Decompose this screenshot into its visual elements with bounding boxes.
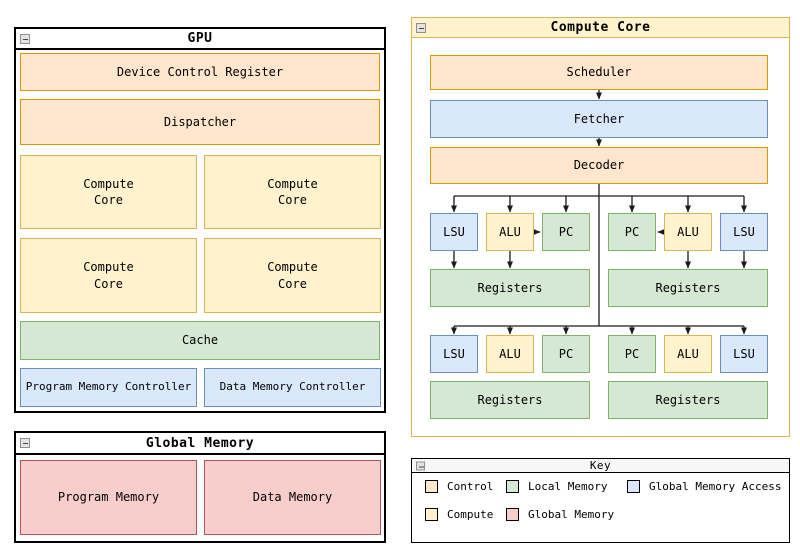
key-item-label: Global Memory — [528, 508, 615, 521]
lsu-box[interactable]: LSU — [720, 335, 768, 373]
compute-core-box[interactable]: Compute Core — [20, 238, 197, 313]
compute-core-box[interactable]: Compute Core — [204, 155, 381, 229]
registers-box[interactable]: Registers — [430, 381, 590, 419]
pc-box[interactable]: PC — [608, 213, 656, 251]
gpu-panel-title: GPU — [187, 31, 213, 46]
alu-box[interactable]: ALU — [664, 335, 712, 373]
pc-box[interactable]: PC — [608, 335, 656, 373]
alu-box[interactable]: ALU — [486, 213, 534, 251]
alu-box[interactable]: ALU — [664, 213, 712, 251]
alu-box[interactable]: ALU — [486, 335, 534, 373]
pc-box[interactable]: PC — [542, 213, 590, 251]
key-item-label: Local Memory — [528, 480, 608, 493]
compute-core-panel: Compute Core — [411, 17, 790, 437]
global-memory-panel-titlebar: Global Memory — [16, 433, 384, 455]
decoder-box[interactable]: Decoder — [430, 147, 768, 184]
key-panel-title: Key — [589, 459, 612, 472]
key-panel: Key Control Local Memory Global Memory A… — [411, 458, 790, 543]
cache-box[interactable]: Cache — [20, 321, 380, 360]
collapse-icon[interactable] — [20, 33, 30, 44]
device-control-register-box[interactable]: Device Control Register — [20, 53, 380, 91]
fetcher-box[interactable]: Fetcher — [430, 100, 768, 138]
key-item-label: Global Memory Access — [649, 480, 782, 493]
key-item-label: Control — [447, 480, 494, 493]
lsu-box[interactable]: LSU — [720, 213, 768, 251]
collapse-icon[interactable] — [416, 22, 426, 33]
global-memory-panel: Global Memory Program Memory Data Memory — [14, 431, 386, 543]
compute-core-box[interactable]: Compute Core — [20, 155, 197, 229]
dispatcher-box[interactable]: Dispatcher — [20, 99, 380, 145]
global-memory-access-swatch — [627, 480, 640, 493]
gpu-panel-titlebar: GPU — [16, 29, 384, 50]
registers-box[interactable]: Registers — [430, 269, 590, 307]
program-memory-controller-box[interactable]: Program Memory Controller — [20, 368, 197, 407]
control-swatch — [425, 480, 438, 493]
scheduler-box[interactable]: Scheduler — [430, 55, 768, 90]
data-memory-box[interactable]: Data Memory — [204, 460, 381, 535]
key-item-label: Compute — [447, 508, 494, 521]
gpu-panel: GPU Device Control Register Dispatcher C… — [14, 27, 386, 413]
global-memory-panel-title: Global Memory — [145, 435, 255, 451]
key-panel-titlebar: Key — [412, 459, 789, 473]
registers-box[interactable]: Registers — [608, 269, 768, 307]
program-memory-box[interactable]: Program Memory — [20, 460, 197, 535]
lsu-box[interactable]: LSU — [430, 335, 478, 373]
registers-box[interactable]: Registers — [608, 381, 768, 419]
compute-core-panel-title: Compute Core — [550, 20, 651, 35]
data-memory-controller-box[interactable]: Data Memory Controller — [204, 368, 381, 407]
pc-box[interactable]: PC — [542, 335, 590, 373]
lsu-box[interactable]: LSU — [430, 213, 478, 251]
compute-core-panel-titlebar: Compute Core — [412, 18, 789, 38]
collapse-icon[interactable] — [416, 461, 425, 470]
collapse-icon[interactable] — [20, 438, 30, 448]
compute-core-box[interactable]: Compute Core — [204, 238, 381, 313]
global-memory-swatch — [506, 508, 519, 521]
local-memory-swatch — [506, 480, 519, 493]
compute-swatch — [425, 508, 438, 521]
